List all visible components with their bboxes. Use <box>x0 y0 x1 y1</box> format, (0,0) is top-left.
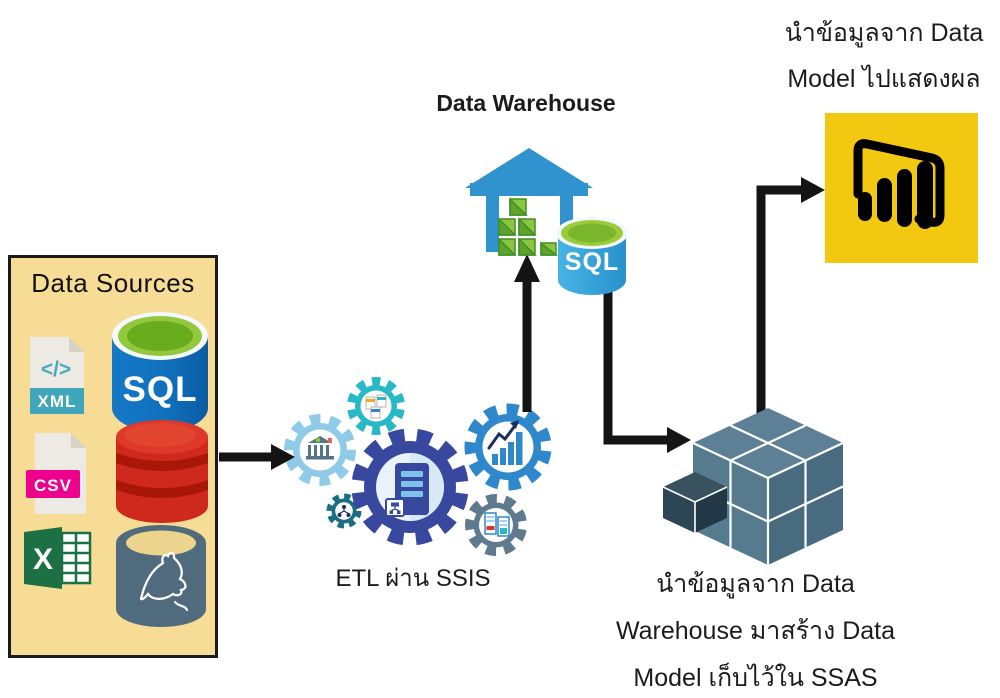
excel-grid <box>62 533 90 583</box>
warehouse-sql-cylinder-icon: SQL <box>556 217 628 295</box>
arrowhead-right-2 <box>667 427 691 453</box>
big-cube <box>692 408 844 565</box>
oracle-cyl-top-hl <box>124 423 196 447</box>
sql-server-icon: SQL <box>112 312 208 432</box>
gear-people-icon <box>326 493 362 529</box>
warehouse-sql-label: SQL <box>565 248 619 276</box>
mysql-db-icon <box>116 525 206 627</box>
xml-banner-label: XML <box>38 392 77 411</box>
xml-code-glyph: </> <box>41 358 71 381</box>
small-cube <box>662 472 728 533</box>
xml-file-fold <box>69 337 84 352</box>
oracle-stripe-2 <box>116 480 208 498</box>
excel-x-label: X <box>33 543 53 576</box>
mysql-cyl-opening <box>126 530 196 556</box>
arrow-warehouse-to-cube <box>603 290 667 445</box>
ssas-caption: นำข้อมูลจาก Data Warehouse มาสร้าง Data … <box>583 561 928 698</box>
oracle-db-icon <box>116 420 208 523</box>
gear-building-icon <box>284 414 356 486</box>
sql-cyl-top-inner <box>127 321 193 351</box>
arrowhead-right-3 <box>801 177 825 203</box>
powerbi-logo <box>853 139 945 229</box>
xml-file-icon: </> XML <box>30 337 84 414</box>
powerbi-caption-line1: นำข้อมูลจาก Data <box>784 19 984 47</box>
warehouse-crates <box>498 197 559 256</box>
gear-chart-icon <box>464 403 552 491</box>
excel-icon: X <box>24 527 92 589</box>
csv-file-fold <box>71 433 86 448</box>
data-sources-title: Data Sources <box>31 268 195 298</box>
ssas-cube-icon <box>662 408 844 565</box>
csv-banner-label: CSV <box>34 476 72 495</box>
powerbi-caption: นำข้อมูลจาก Data Model ไปแสดงผล <box>768 10 1000 102</box>
etl-caption: ETL ผ่าน SSIS <box>335 565 491 592</box>
ssas-caption-line1: นำข้อมูลจาก Data <box>656 570 855 598</box>
oracle-stripe-1 <box>116 453 208 471</box>
excel-block <box>24 527 62 589</box>
mysql-dolphin-tail <box>173 600 189 612</box>
powerbi-icon <box>825 113 978 263</box>
mysql-dolphin-icon <box>139 551 187 601</box>
arrowhead-up <box>514 254 540 282</box>
warehouse-icon: SQL <box>465 148 628 295</box>
ssas-caption-line3: Model เก็บไว้ใน SSAS <box>633 664 878 692</box>
gear-server-icon <box>351 428 469 546</box>
powerbi-caption-line2: Model ไปแสดงผล <box>787 65 981 93</box>
ssas-caption-line2: Warehouse มาสร้าง Data <box>615 617 896 645</box>
data-warehouse-title: Data Warehouse <box>436 90 616 116</box>
xml-banner <box>30 388 84 414</box>
arrow-cube-to-powerbi <box>756 185 801 455</box>
arrowhead-right-1 <box>271 444 295 470</box>
csv-banner <box>26 470 80 498</box>
etl-gears-icon <box>284 377 552 556</box>
sql-label: SQL <box>123 370 198 409</box>
csv-file-icon: CSV <box>26 433 86 514</box>
